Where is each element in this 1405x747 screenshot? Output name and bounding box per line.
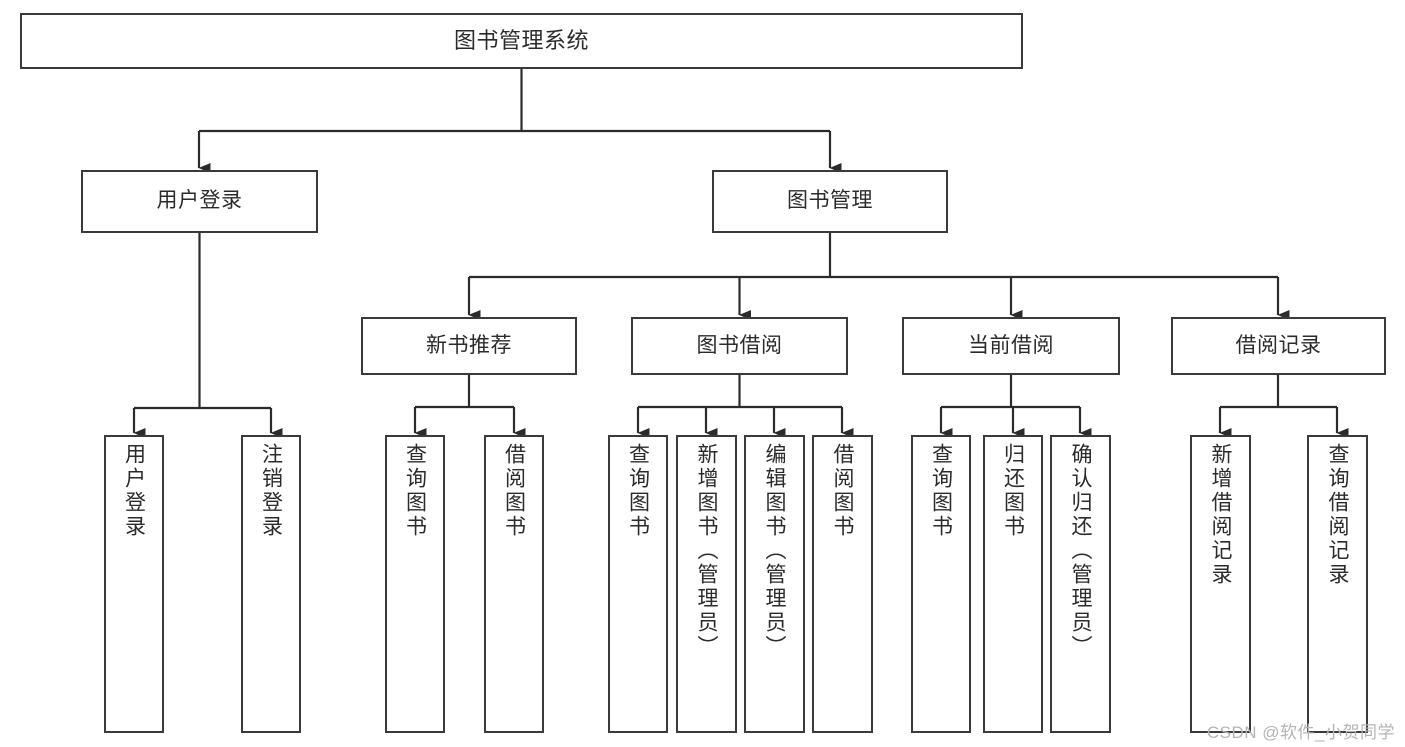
node-new-book-rec-label: 新书推荐 [426, 333, 512, 357]
node-leaf-borrow-book-2[interactable]: 借阅图书 [812, 435, 873, 733]
node-current-borrow[interactable]: 当前借阅 [902, 317, 1120, 375]
node-root[interactable]: 图书管理系统 [20, 13, 1023, 69]
node-leaf-user-login-label: 用户登录 [122, 443, 146, 539]
node-leaf-user-login[interactable]: 用户登录 [104, 435, 164, 733]
node-borrow-record-label: 借阅记录 [1235, 333, 1322, 357]
node-book-manage-label: 图书管理 [787, 189, 873, 213]
node-current-borrow-label: 当前借阅 [968, 333, 1054, 357]
node-leaf-edit-book[interactable]: 编辑图书（管理员） [744, 435, 805, 733]
node-leaf-add-record-label: 新增借阅记录 [1209, 443, 1232, 587]
node-leaf-return-book-label: 归还图书 [1001, 443, 1025, 539]
node-book-borrow-label: 图书借阅 [696, 333, 783, 357]
node-user-login[interactable]: 用户登录 [81, 170, 318, 233]
node-user-login-label: 用户登录 [156, 189, 243, 213]
node-leaf-user-logout[interactable]: 注销登录 [241, 435, 301, 733]
node-leaf-borrow-book-1-label: 借阅图书 [502, 443, 526, 539]
node-leaf-confirm-return[interactable]: 确认归还（管理员） [1050, 435, 1111, 733]
node-leaf-query-book-1[interactable]: 查询图书 [385, 435, 445, 733]
node-leaf-query-record-label: 查询借阅记录 [1326, 443, 1349, 587]
node-borrow-record[interactable]: 借阅记录 [1171, 317, 1386, 375]
node-leaf-user-logout-label: 注销登录 [259, 443, 283, 539]
node-leaf-add-book[interactable]: 新增图书（管理员） [676, 435, 737, 733]
node-leaf-query-book-2-label: 查询图书 [626, 443, 650, 539]
node-leaf-add-record[interactable]: 新增借阅记录 [1190, 435, 1251, 733]
node-leaf-return-book[interactable]: 归还图书 [983, 435, 1043, 733]
node-book-manage[interactable]: 图书管理 [712, 170, 948, 233]
node-leaf-add-book-label: 新增图书（管理员） [695, 443, 718, 659]
node-leaf-query-book-3-label: 查询图书 [929, 443, 953, 539]
node-root-label: 图书管理系统 [453, 28, 589, 54]
node-leaf-borrow-book-2-label: 借阅图书 [831, 443, 854, 539]
node-leaf-edit-book-label: 编辑图书（管理员） [763, 443, 786, 659]
node-leaf-query-record[interactable]: 查询借阅记录 [1307, 435, 1368, 733]
watermark: CSDN @软件_小贺同学 [1206, 723, 1395, 742]
node-leaf-query-book-3[interactable]: 查询图书 [911, 435, 971, 733]
node-leaf-query-book-2[interactable]: 查询图书 [608, 435, 668, 733]
node-new-book-rec[interactable]: 新书推荐 [361, 317, 577, 375]
node-leaf-confirm-return-label: 确认归还（管理员） [1069, 443, 1092, 659]
node-leaf-query-book-1-label: 查询图书 [403, 443, 427, 539]
node-book-borrow[interactable]: 图书借阅 [631, 317, 848, 375]
node-leaf-borrow-book-1[interactable]: 借阅图书 [484, 435, 544, 733]
